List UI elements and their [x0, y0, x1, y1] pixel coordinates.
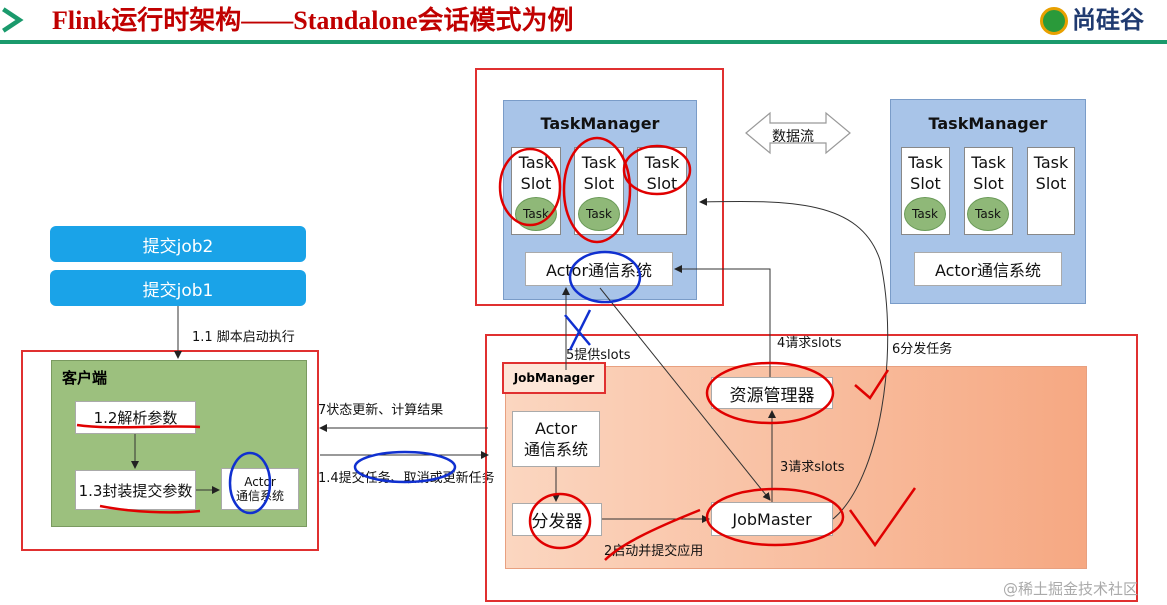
- dispatcher-box: 分发器: [512, 503, 602, 536]
- task-label: Task: [912, 207, 938, 221]
- task-label: Task: [523, 207, 549, 221]
- step-1-4-label: 1.4提交任务、取消或更新任务: [318, 471, 495, 486]
- task-slot-line1: Task: [644, 153, 680, 172]
- dispatcher-label: 分发器: [531, 512, 583, 532]
- submit-job1-label: 提交job1: [142, 280, 214, 301]
- jobmanager-title-box: JobManager: [502, 362, 606, 394]
- resource-manager-box: 资源管理器: [711, 377, 833, 409]
- step-6-label: 6分发任务: [892, 342, 953, 357]
- task-label: Task: [975, 207, 1001, 221]
- header-chevron-icon: [2, 7, 24, 33]
- jobmanager-actor-line2: 通信系统: [523, 440, 588, 459]
- task-label: Task: [586, 207, 612, 221]
- resource-manager-label: 资源管理器: [729, 385, 815, 406]
- step-7-label: 7状态更新、计算结果: [318, 403, 444, 418]
- watermark: @稀土掘金技术社区: [1003, 580, 1139, 598]
- task-slot-line2: Slot: [1035, 174, 1067, 193]
- parse-params-label: 1.2解析参数: [93, 409, 178, 427]
- jobmanager-title: JobManager: [513, 371, 595, 385]
- task-slot-line2: Slot: [973, 174, 1004, 193]
- task-node: Task: [967, 197, 1009, 231]
- task-slot-line1: Task: [971, 153, 1006, 172]
- jobmanager-actor-line1: Actor: [534, 419, 578, 438]
- logo-icon: [1040, 7, 1068, 35]
- client-actor-line1: Actor: [244, 475, 276, 489]
- task-slot-line2: Slot: [520, 174, 552, 193]
- task-slot-line2: Slot: [583, 174, 615, 193]
- step-1-1-label: 1.1 脚本启动执行: [192, 330, 295, 345]
- jobmanager-actor-box: Actor 通信系统: [512, 411, 600, 467]
- parse-params-box: 1.2解析参数: [75, 401, 196, 434]
- taskmanager-left-title: TaskManager: [540, 114, 660, 133]
- page-title: Flink运行时架构——Standalone会话模式为例: [52, 6, 574, 35]
- taskmanager-right-actor-box: Actor通信系统: [914, 252, 1062, 286]
- taskmanager-right-title: TaskManager: [928, 114, 1048, 133]
- taskmanager-right-actor-label: Actor通信系统: [934, 261, 1042, 280]
- client-actor-line2: 通信系统: [235, 489, 284, 503]
- task-slot-line1: Task: [908, 153, 943, 172]
- header-divider: [0, 40, 1167, 44]
- task-node: Task: [904, 197, 946, 231]
- taskmanager-left-actor-box: Actor通信系统: [525, 252, 673, 286]
- step-5-label: 5提供slots: [566, 348, 631, 363]
- task-slot-line1: Task: [581, 153, 617, 172]
- step-4-label: 4请求slots: [777, 336, 842, 351]
- taskmanager-left-actor-label: Actor通信系统: [545, 261, 653, 280]
- task-node: Task: [578, 197, 620, 231]
- data-stream-label: 数据流: [772, 129, 814, 145]
- client-annotation-frame: [21, 350, 319, 551]
- wrap-params-box: 1.3封装提交参数: [75, 470, 196, 510]
- task-slot-line2: Slot: [910, 174, 941, 193]
- logo: 尚硅谷: [1040, 0, 1144, 35]
- logo-text: 尚硅谷: [1072, 6, 1144, 34]
- wrap-params-label: 1.3封装提交参数: [78, 481, 193, 500]
- submit-job1-box: 提交job1: [50, 270, 306, 306]
- submit-job2-label: 提交job2: [142, 236, 214, 257]
- task-slot-line1: Task: [518, 153, 554, 172]
- step-2-label: 2启动并提交应用: [604, 544, 704, 559]
- client-title: 客户端: [62, 369, 108, 387]
- taskmanager-left-annotation-frame: [475, 68, 724, 306]
- jobmaster-label: JobMaster: [732, 509, 812, 529]
- submit-job2-box: 提交job2: [50, 226, 306, 262]
- task-node: Task: [515, 197, 557, 231]
- task-slot-line1: Task: [1033, 153, 1069, 172]
- step-3-label: 3请求slots: [780, 460, 845, 475]
- jobmaster-box: JobMaster: [711, 502, 833, 536]
- task-slot-line2: Slot: [646, 174, 678, 193]
